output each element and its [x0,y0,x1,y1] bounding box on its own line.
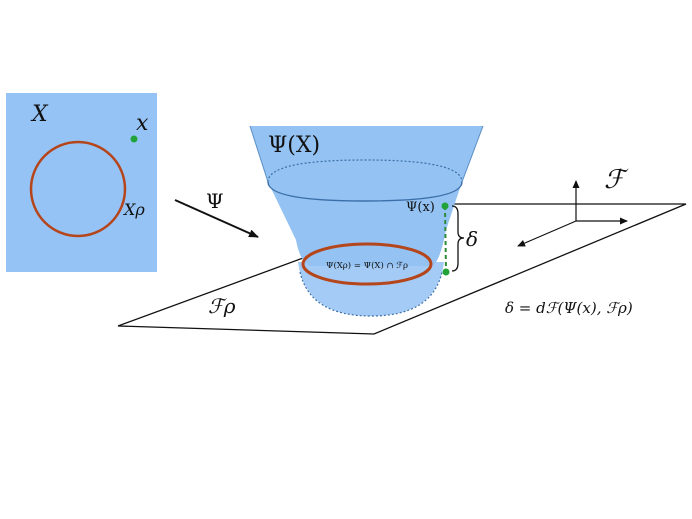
axis-depth [517,220,577,247]
intersection-label: Ψ(Xρ) = Ψ(X) ∩ ℱρ [326,260,408,271]
image-point [441,202,449,210]
image-point-label: Ψ(x) [406,200,435,215]
cup-bottom [298,262,444,316]
level-set-label: Xρ [122,200,145,219]
cup-bottom-dotted-edge [299,271,443,317]
input-point [130,135,138,143]
cup-rim-front [267,181,463,202]
distance-brace [451,205,465,272]
cup-rim-back [267,159,463,183]
feature-plane-label: ℱρ [208,294,236,318]
map-label: Ψ [206,189,224,213]
map-arrow [174,199,259,238]
image-label: Ψ(X) [268,133,320,158]
input-space-region [6,93,157,272]
feature-space-label: ℱ [604,165,629,195]
input-space-label: X [30,102,49,127]
cup-right-edge [461,125,484,183]
input-point-label: x [136,111,149,136]
projected-point [442,268,450,276]
intersection-ellipse [301,242,433,286]
cup-body [250,126,483,266]
level-set-circle [29,140,127,238]
distance-label: δ [466,227,478,251]
cup-left-edge [249,125,269,183]
distance-line [444,205,447,272]
distance-formula: δ = dℱ(Ψ(x), ℱρ) [505,299,633,317]
